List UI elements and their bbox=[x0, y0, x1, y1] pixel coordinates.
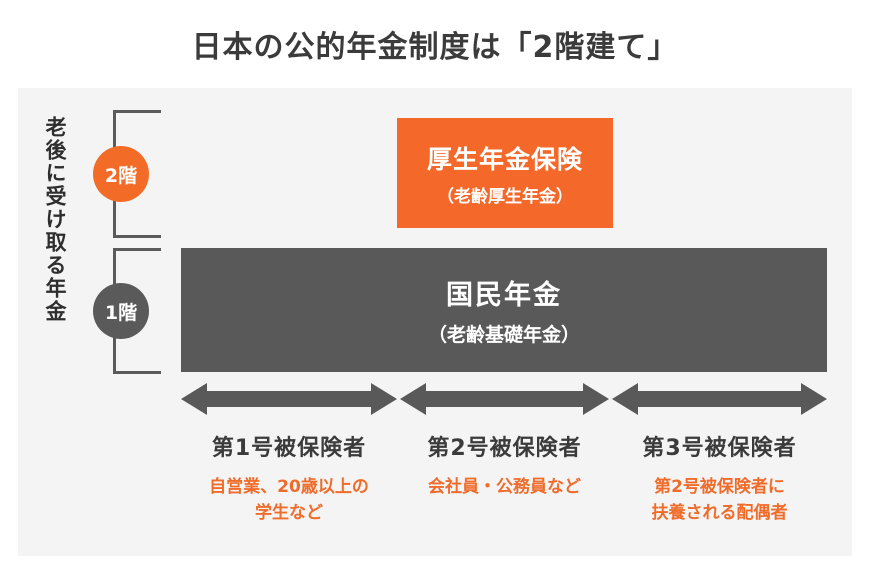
category-description-1: 自営業、20歳以上の 学生など bbox=[181, 474, 397, 526]
tier1-subtitle: （老齢基礎年金） bbox=[427, 324, 580, 346]
category-description-line: 第2号被保険者に bbox=[654, 477, 785, 497]
category-description-2: 会社員・公務員など bbox=[400, 474, 609, 500]
category-title-2: 第2号被保険者 bbox=[427, 436, 582, 461]
range-arrow-category-1 bbox=[181, 381, 397, 417]
category-description-line: 学生など bbox=[255, 503, 323, 523]
tier2-subtitle: （老齢厚生年金） bbox=[437, 186, 573, 207]
floor-badge-1: 1階 bbox=[93, 283, 149, 339]
category-description-line: 会社員・公務員など bbox=[428, 477, 581, 497]
tier2-box: 厚生年金保険 （老齢厚生年金） bbox=[397, 118, 613, 228]
category-description-3: 第2号被保険者に 扶養される配偶者 bbox=[612, 474, 827, 526]
range-arrow-category-2 bbox=[400, 381, 609, 417]
category-column-3: 第3号被保険者 第2号被保険者に 扶養される配偶者 bbox=[612, 430, 827, 526]
category-description-line: 自営業、20歳以上の bbox=[209, 477, 369, 497]
range-arrow-category-3 bbox=[612, 381, 827, 417]
category-description-line: 扶養される配偶者 bbox=[651, 503, 788, 523]
tier1-title: 国民年金 bbox=[446, 280, 562, 311]
category-title-3: 第3号被保険者 bbox=[642, 436, 797, 461]
floor-badge-2: 2階 bbox=[93, 146, 149, 202]
side-axis-label: 老後に受け取る年金 bbox=[43, 116, 67, 323]
tier1-bar: 国民年金 （老齢基礎年金） bbox=[181, 248, 827, 372]
category-column-1: 第1号被保険者 自営業、20歳以上の 学生など bbox=[181, 430, 397, 526]
category-column-2: 第2号被保険者 会社員・公務員など bbox=[400, 430, 609, 500]
category-title-1: 第1号被保険者 bbox=[211, 436, 367, 461]
tier2-title: 厚生年金保険 bbox=[426, 144, 583, 174]
page-title: 日本の公的年金制度は「2階建て」 bbox=[191, 30, 679, 65]
